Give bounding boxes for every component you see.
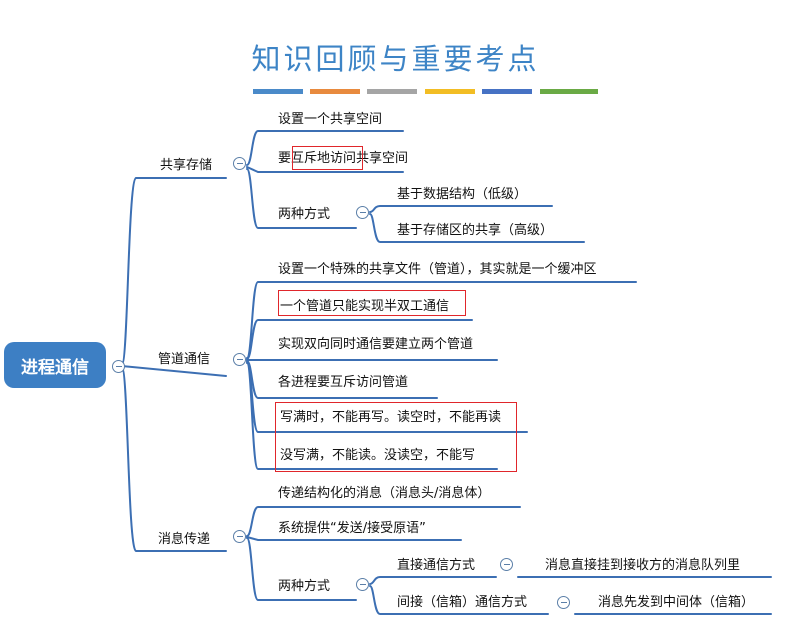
msg-indirect[interactable]: 间接（信箱）通信方式: [397, 595, 528, 610]
connector-pipe-2: [246, 319, 473, 360]
branch-shared-storage[interactable]: 共享存储: [160, 158, 213, 173]
collapse-icon-shared-ways[interactable]: [356, 206, 369, 219]
title-bar-darkblue: [482, 89, 532, 94]
connector-msg: [121, 367, 227, 552]
pipe-item-5[interactable]: 写满时，不能再写。读空时，不能再读: [280, 410, 502, 425]
collapse-icon-msg-ways[interactable]: [356, 578, 369, 591]
highlight-box-mutex: [292, 146, 363, 170]
title-color-bars: [253, 89, 598, 94]
title-bar-gray: [367, 89, 417, 94]
connector-indirect: [369, 585, 549, 615]
msg-item-2[interactable]: 系统提供“发送/接受原语”: [278, 521, 426, 536]
shared-two-ways[interactable]: 两种方式: [278, 207, 331, 222]
connector-msg-ways: [246, 537, 357, 601]
connector-msg-1: [246, 506, 521, 537]
pipe-item-3[interactable]: 实现双向同时通信要建立两个管道: [278, 337, 474, 352]
shared-way-2[interactable]: 基于存储区的共享（高级）: [397, 223, 554, 238]
connector-shared-1: [246, 130, 404, 166]
pipe-item-6[interactable]: 没写满，不能读。没读空，不能写: [280, 448, 476, 463]
collapse-icon-indirect[interactable]: [557, 596, 570, 609]
msg-direct-desc[interactable]: 消息直接挂到接收方的消息队列里: [545, 558, 741, 573]
connector-pipe: [121, 365, 227, 377]
connector-shared: [121, 177, 227, 365]
connector-msg-2: [246, 536, 462, 541]
collapse-icon-msg[interactable]: [233, 530, 246, 543]
shared-item-1[interactable]: 设置一个共享空间: [278, 112, 383, 127]
branch-pipe[interactable]: 管道通信: [158, 352, 211, 367]
msg-direct[interactable]: 直接通信方式: [397, 558, 476, 573]
shared-item-2[interactable]: 要互斥地访问共享空间: [278, 151, 409, 166]
root-node[interactable]: 进程通信: [4, 342, 106, 388]
title-bar-green: [540, 89, 598, 94]
collapse-icon-root[interactable]: [112, 360, 125, 373]
connector-way-2: [369, 213, 585, 243]
connector-shared-2: [246, 166, 404, 173]
title-bar-orange: [310, 89, 360, 94]
title-bar-yellow: [425, 89, 475, 94]
collapse-icon-shared[interactable]: [233, 157, 246, 170]
title-bar-blue: [253, 89, 303, 94]
msg-item-1[interactable]: 传递结构化的消息（消息头/消息体）: [278, 486, 491, 501]
connector-pipe-6: [246, 362, 498, 470]
msg-indirect-desc[interactable]: 消息先发到中间体（信箱）: [598, 595, 755, 610]
pipe-item-2[interactable]: 一个管道只能实现半双工通信: [280, 299, 450, 314]
highlight-box-read-write-rules: [275, 402, 517, 472]
page-title: 知识回顾与重要考点: [251, 42, 540, 76]
pipe-item-4[interactable]: 各进程要互斥访问管道: [278, 375, 409, 390]
connector-shared-ways: [246, 168, 357, 229]
highlight-box-half-duplex: [278, 290, 466, 316]
shared-way-1[interactable]: 基于数据结构（低级）: [397, 187, 528, 202]
msg-two-ways[interactable]: 两种方式: [278, 579, 331, 594]
pipe-item-1[interactable]: 设置一个特殊的共享文件（管道），其实就是一个缓冲区: [278, 262, 597, 277]
connector-way-1: [369, 205, 553, 213]
collapse-icon-pipe[interactable]: [233, 353, 246, 366]
branch-message[interactable]: 消息传递: [158, 532, 211, 547]
collapse-icon-direct[interactable]: [500, 558, 513, 571]
connector-direct: [369, 576, 497, 585]
